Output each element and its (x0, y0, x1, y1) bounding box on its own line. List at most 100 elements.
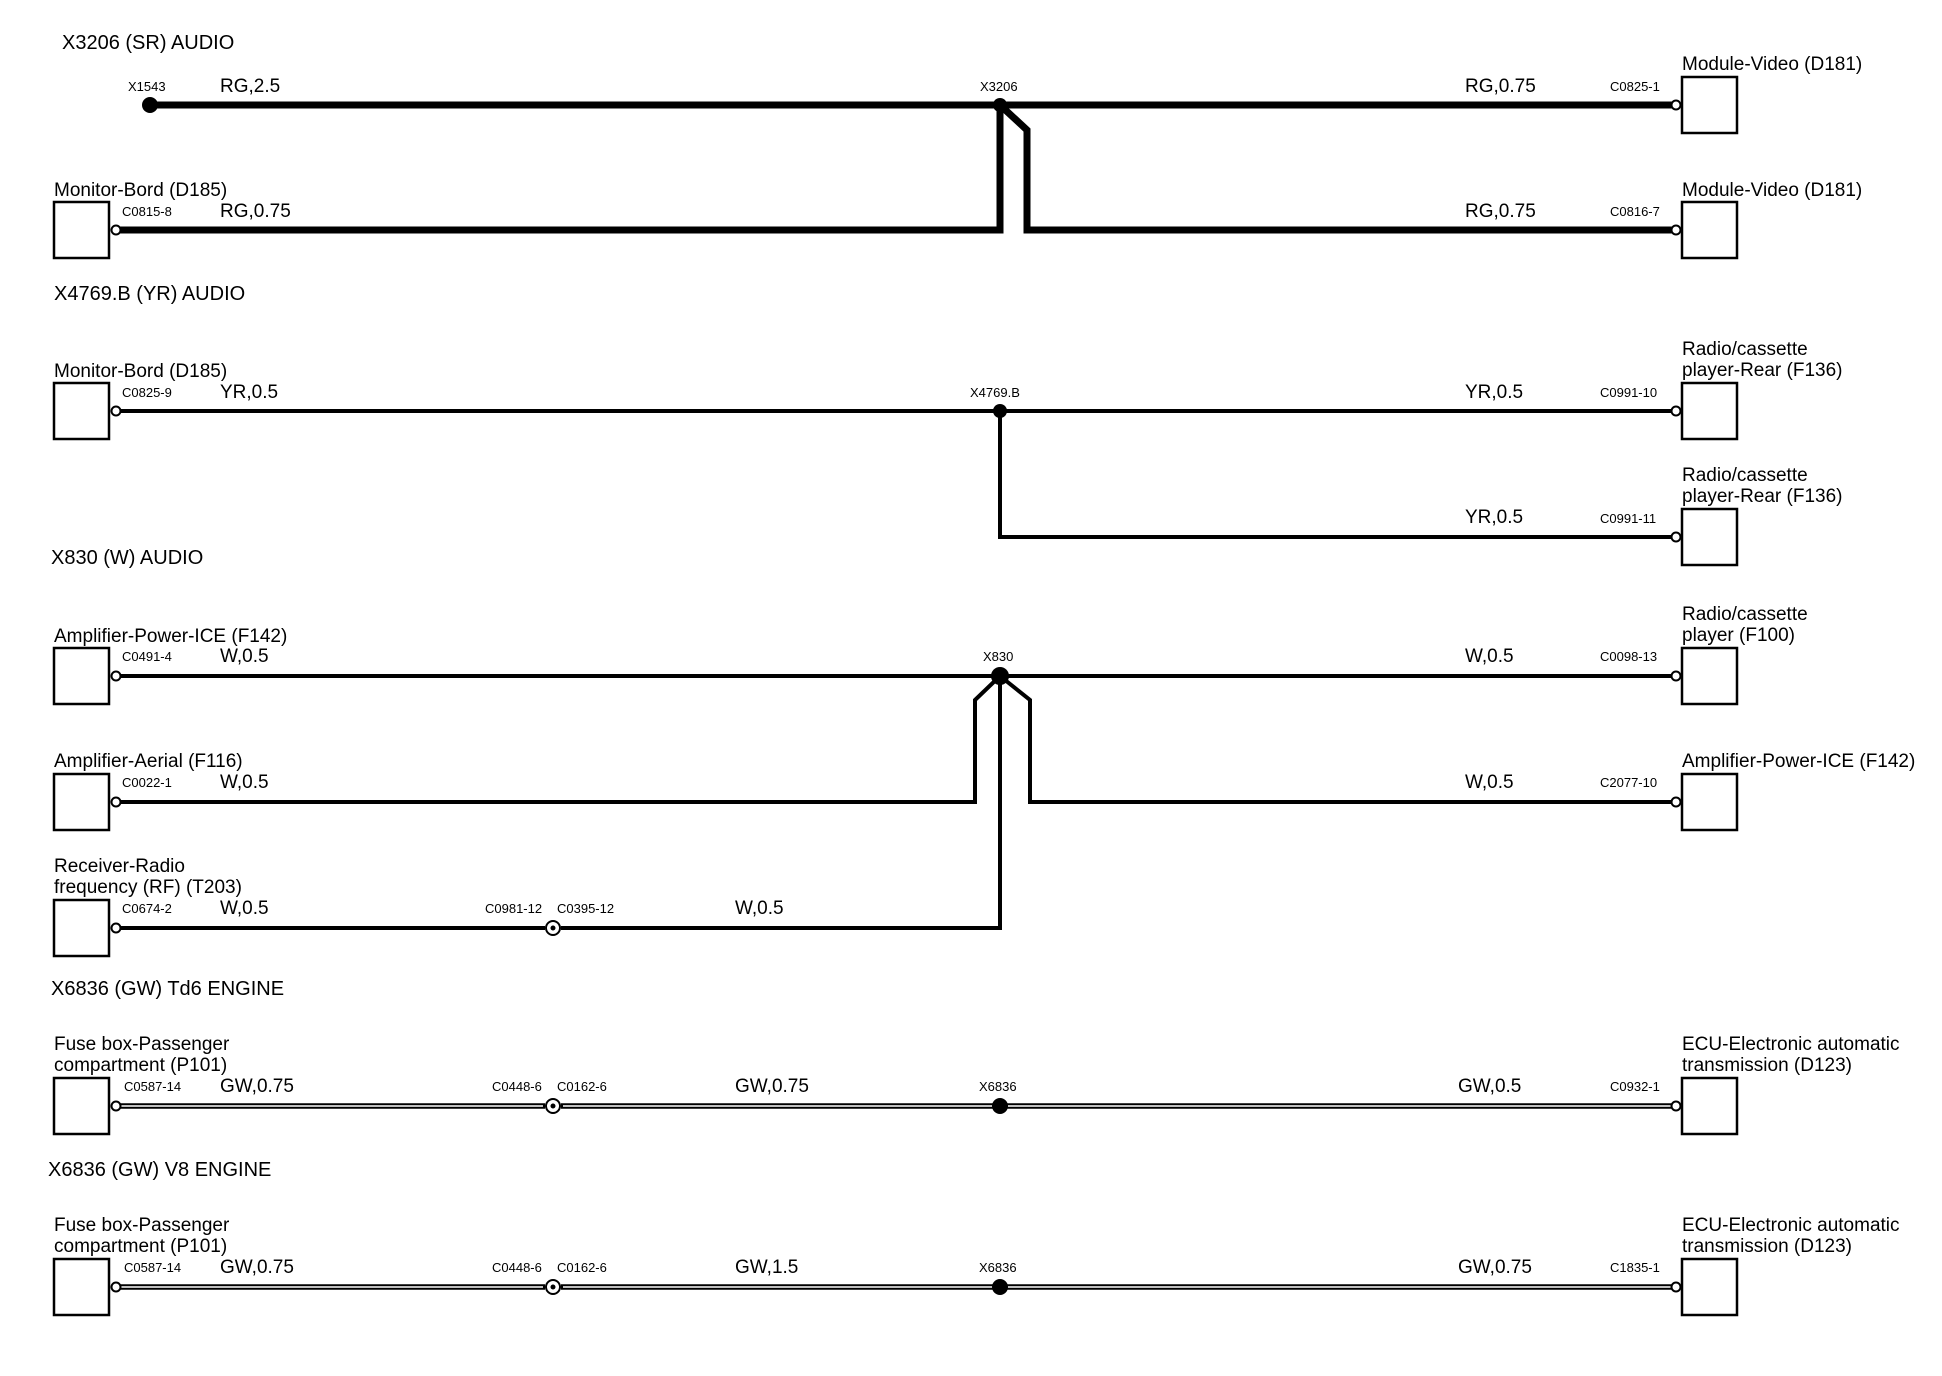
section-title-x3206: X3206 (SR) AUDIO (62, 32, 234, 54)
wire-spec-label: YR,0.5 (1465, 507, 1523, 528)
splice-dot-x3206 (993, 98, 1007, 112)
connector-label: C0815-8 (122, 204, 172, 219)
connector-label: C1835-1 (1610, 1260, 1660, 1275)
connector-label: C0825-9 (122, 385, 172, 400)
pin-icon (1670, 796, 1682, 808)
component-box-monitor-bord-d185-left (52, 200, 111, 260)
pin-icon (110, 1100, 122, 1112)
wire-spec-label: GW,0.75 (735, 1076, 809, 1097)
pin-icon (110, 224, 122, 236)
connector-label: C0825-1 (1610, 79, 1660, 94)
wire-x830-to-c2077-10 (998, 674, 1676, 804)
wire-spec-label: YR,0.5 (220, 382, 278, 403)
component-box-radio-cassette-f100 (1680, 646, 1739, 706)
connector-label: C0162-6 (557, 1079, 607, 1094)
connector-label: C0022-1 (122, 775, 172, 790)
pin-icon (1670, 1100, 1682, 1112)
component-box-amplifier-power-ice-right (1680, 772, 1739, 832)
component-box-amplifier-power-ice-left (52, 646, 111, 706)
connector-label: C0991-11 (1600, 511, 1656, 526)
connector-label: C0816-7 (1610, 204, 1660, 219)
connector-label: C0991-10 (1600, 385, 1657, 400)
wire-spec-label: W,0.5 (220, 772, 269, 793)
wire-spec-label: W,0.5 (1465, 646, 1514, 667)
component-box-receiver-radio (52, 898, 111, 958)
component-box-radio-cassette-rear-2 (1680, 507, 1739, 567)
component-box-ecu-td6 (1680, 1076, 1739, 1136)
wire-spec-label: GW,0.5 (1458, 1076, 1521, 1097)
splice-points (142, 97, 1009, 1295)
connector-label: C0448-6 (492, 1079, 542, 1094)
component-label: Module-Video (D181) (1682, 54, 1862, 75)
connector-label: C0395-12 (557, 901, 614, 916)
splice-label: X4769.B (970, 385, 1020, 400)
component-labels: Module-Video (D181) Module-Video (D181) … (54, 54, 1915, 1257)
wire-x3206-to-c0815-8 (116, 105, 1004, 234)
splice-dot-x4769b (993, 404, 1007, 418)
connector-label: C0162-6 (557, 1260, 607, 1275)
connector-label: C0587-14 (124, 1079, 181, 1094)
splice-dot-x6836-td6 (992, 1098, 1008, 1114)
splice-label: X6836 (979, 1079, 1017, 1094)
component-boxes (52, 75, 1739, 1317)
pin-icon (1670, 224, 1682, 236)
connector-pins (110, 99, 1682, 1295)
inline-connector-icon (545, 920, 561, 936)
inline-connector-icon (545, 1279, 561, 1295)
splice-dot-x830 (991, 667, 1009, 685)
pin-icon (110, 922, 122, 934)
section-title-x830: X830 (W) AUDIO (51, 547, 203, 569)
wire-spec-label: W,0.5 (735, 898, 784, 919)
wire-c0395-12-to-x830 (561, 676, 1002, 930)
wire-x4769b-to-c0991-11 (998, 411, 1676, 539)
connector-label: C0587-14 (124, 1260, 181, 1275)
pin-icon (110, 670, 122, 682)
connector-label: C0098-13 (1600, 649, 1657, 664)
section-titles: X3206 (SR) AUDIO X4769.B (YR) AUDIO X830… (48, 32, 284, 1181)
wire-spec-label: RG,0.75 (220, 201, 291, 222)
component-label: Amplifier-Power-ICE (F142) (54, 626, 287, 647)
wire-spec-label: GW,0.75 (220, 1076, 294, 1097)
component-box-radio-cassette-rear-1 (1680, 381, 1739, 441)
pin-icon (1670, 99, 1682, 111)
pin-icon (110, 1281, 122, 1293)
component-box-module-video-d181-right (1680, 75, 1739, 135)
component-label: Monitor-Bord (D185) (54, 180, 227, 201)
splice-dot-x6836-v8 (992, 1279, 1008, 1295)
splice-label: X6836 (979, 1260, 1017, 1275)
wire-spec-label: RG,0.75 (1465, 76, 1536, 97)
component-box-fuse-box-v8 (52, 1257, 111, 1317)
wire-spec-label: W,0.5 (220, 646, 269, 667)
splice-label: X830 (983, 649, 1013, 664)
wire-spec-label: GW,0.75 (1458, 1257, 1532, 1278)
connector-label: C0674-2 (122, 901, 172, 916)
wire-spec-label: RG,0.75 (1465, 201, 1536, 222)
wire-spec-label: GW,1.5 (735, 1257, 798, 1278)
connector-label: C0491-4 (122, 649, 172, 664)
connector-label: C2077-10 (1600, 775, 1657, 790)
component-box-fuse-box-td6 (52, 1076, 111, 1136)
component-box-module-video-d181-left (52, 381, 111, 441)
pin-icon (110, 405, 122, 417)
connector-label: X1543 (128, 79, 166, 94)
wire-spec-label: RG,2.5 (220, 76, 280, 97)
component-label: Monitor-Bord (D185) (54, 361, 227, 382)
section-title-x6836-v8: X6836 (GW) V8 ENGINE (48, 1159, 271, 1181)
section-title-x6836-td6: X6836 (GW) Td6 ENGINE (51, 978, 284, 1000)
wire-c0022-1-to-x830 (116, 674, 1002, 804)
wire-spec-label: YR,0.5 (1465, 382, 1523, 403)
connector-labels: X1543 X3206 C0825-1 C0815-8 C0816-7 C082… (122, 79, 1660, 1275)
connector-label: C0448-6 (492, 1260, 542, 1275)
splice-label: X3206 (980, 79, 1018, 94)
pin-icon (1670, 531, 1682, 543)
component-label: Module-Video (D181) (1682, 180, 1862, 201)
wire-spec-label: W,0.5 (1465, 772, 1514, 793)
connector-label: C0981-12 (485, 901, 542, 916)
